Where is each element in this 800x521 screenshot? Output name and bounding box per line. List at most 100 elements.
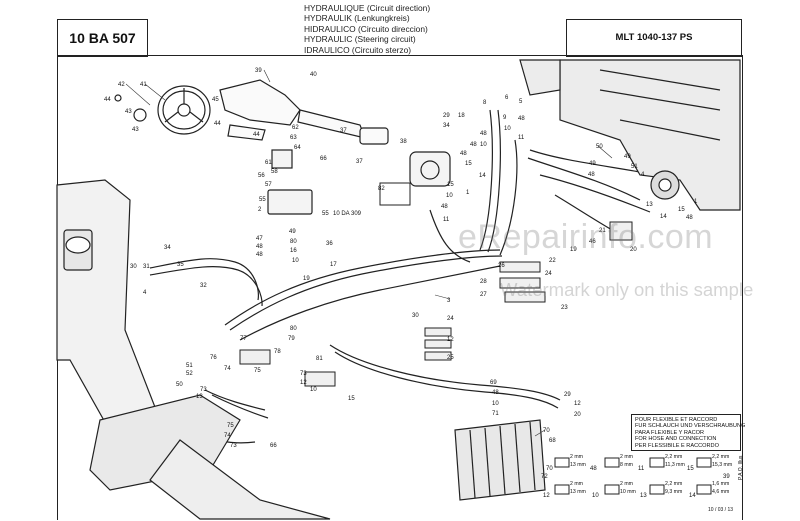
issue-date: 10 / 03 / 13 [708,507,734,513]
svg-text:13 mm: 13 mm [570,489,586,495]
svg-text:48: 48 [470,142,477,148]
svg-text:69: 69 [490,380,497,386]
svg-text:5: 5 [519,99,523,105]
legend-line-es: PARA FLEXIBLE Y RACOR [635,429,705,436]
svg-text:12: 12 [574,401,581,407]
svg-text:48: 48 [460,151,467,157]
leader-lines [125,69,613,437]
svg-text:31: 31 [143,264,150,270]
svg-text:56: 56 [258,173,265,179]
svg-text:48: 48 [492,390,499,396]
svg-text:2 mm: 2 mm [570,481,583,487]
svg-text:37: 37 [356,159,363,165]
svg-text:2,2 mm: 2,2 mm [712,454,729,460]
watermark-notice: Watermark only on this sample [500,279,754,300]
svg-text:48: 48 [441,204,448,210]
model-label: MLT 1040-137 PS [566,19,742,57]
svg-text:66: 66 [270,443,277,449]
svg-text:41: 41 [140,82,147,88]
svg-text:12: 12 [447,337,454,343]
svg-text:66: 66 [320,156,327,162]
section-titles: HYDRAULIQUE (Circuit direction) HYDRAULI… [304,3,430,55]
svg-text:2: 2 [258,207,262,213]
svg-text:55: 55 [322,211,329,217]
svg-text:4,6 mm: 4,6 mm [712,489,729,495]
fitting-blocks [239,182,633,387]
svg-text:15,3 mm: 15,3 mm [712,462,732,468]
svg-text:75: 75 [254,368,261,374]
svg-text:44: 44 [214,121,221,127]
svg-text:18: 18 [458,113,465,119]
title-fr: HYDRAULIQUE (Circuit direction) [304,3,431,13]
svg-text:19: 19 [570,247,577,253]
svg-text:48: 48 [590,466,597,472]
illustration-credit: P.A.O. Illus [738,455,744,480]
svg-text:13: 13 [646,202,653,208]
svg-text:21: 21 [599,228,606,234]
svg-text:49: 49 [289,229,296,235]
svg-text:61: 61 [265,160,272,166]
svg-text:10: 10 [592,493,599,499]
svg-text:74: 74 [224,433,231,439]
svg-text:43: 43 [132,127,139,133]
svg-text:48: 48 [256,252,263,258]
svg-text:24: 24 [545,271,552,277]
svg-text:1: 1 [694,199,698,205]
svg-text:48: 48 [588,172,595,178]
svg-text:58: 58 [271,169,278,175]
svg-text:2,2 mm: 2,2 mm [665,481,682,487]
svg-text:74: 74 [224,366,231,372]
svg-text:34: 34 [443,123,450,129]
legend-dims: 2 mm 13 mm 2 mm 8 mm 2,2 mm 11,3 mm 2,2 … [570,454,732,495]
svg-text:15: 15 [348,396,355,402]
svg-text:50: 50 [176,382,183,388]
svg-text:22: 22 [549,258,556,264]
svg-text:30: 30 [130,264,137,270]
svg-text:32: 32 [200,283,207,289]
title-de: HYDRAULIK (Lenkungkreis) [304,13,410,24]
svg-text:1,6 mm: 1,6 mm [712,481,729,487]
svg-text:73: 73 [200,387,207,393]
svg-text:8: 8 [483,100,487,106]
svg-text:39: 39 [723,474,730,480]
svg-text:10: 10 [310,387,317,393]
legend-line-en: FOR HOSE AND CONNECTION [635,436,717,443]
svg-text:16: 16 [290,248,297,254]
svg-text:44: 44 [104,97,111,103]
svg-text:20: 20 [630,247,637,253]
svg-text:48: 48 [256,244,263,250]
svg-text:24: 24 [447,316,454,322]
svg-text:1: 1 [466,190,470,196]
svg-text:47: 47 [256,236,263,242]
svg-text:11: 11 [518,135,525,141]
svg-text:51: 51 [186,363,193,369]
svg-text:17: 17 [330,262,337,268]
steering-column [219,79,389,145]
svg-text:26: 26 [498,263,505,269]
svg-text:46: 46 [589,239,596,245]
svg-text:35: 35 [177,262,184,268]
svg-text:73: 73 [300,371,307,377]
svg-text:73: 73 [230,443,237,449]
svg-text:71: 71 [492,411,499,417]
svg-text:2 mm: 2 mm [620,454,633,460]
svg-text:70: 70 [543,428,550,434]
title-en: HYDRAULIC (Steering circuit) [304,34,416,45]
svg-text:57: 57 [265,182,272,188]
svg-text:13: 13 [640,493,647,499]
svg-text:82: 82 [378,186,385,192]
svg-text:42: 42 [118,82,125,88]
svg-text:63: 63 [290,135,297,141]
svg-text:11: 11 [638,466,645,472]
svg-text:14: 14 [660,214,667,220]
legend-line-it: PER FLESSIBILE E RACCORDO [635,442,719,449]
svg-text:30: 30 [412,313,419,319]
svg-text:81: 81 [316,356,323,362]
svg-text:4: 4 [143,290,147,296]
hose-lines [149,109,651,444]
svg-text:2 mm: 2 mm [620,481,633,487]
svg-text:38: 38 [400,139,407,145]
